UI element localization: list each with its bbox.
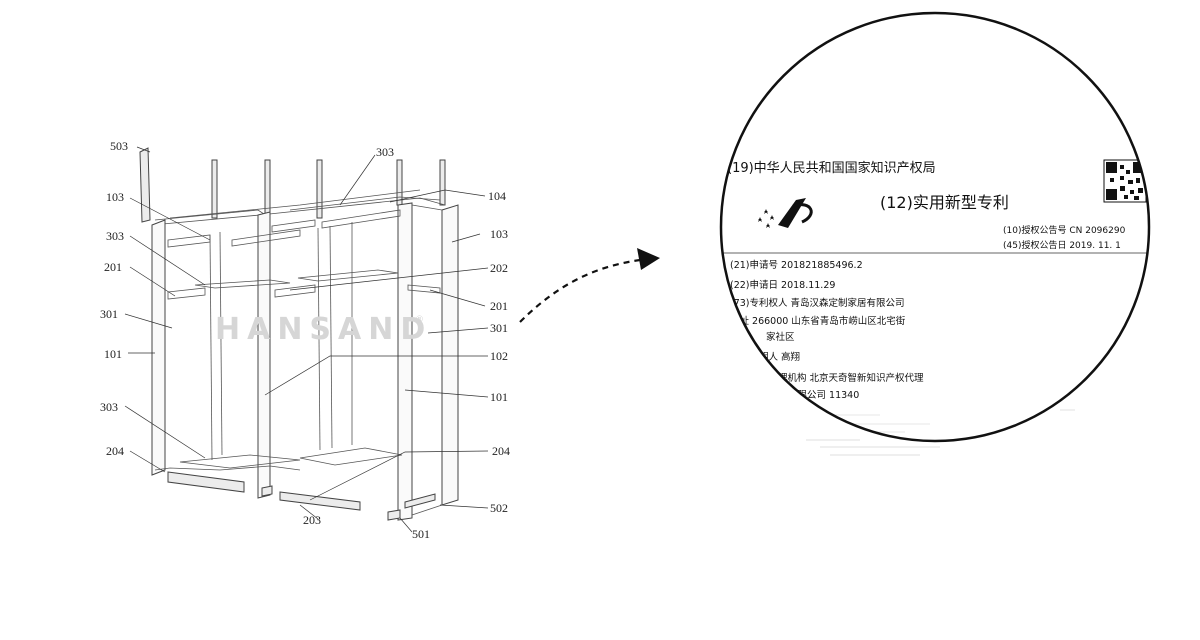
label-104: 104	[488, 189, 506, 203]
base-204-left	[167, 471, 245, 493]
application-date: (22)申请日 2018.11.29	[730, 279, 835, 291]
post-top-3	[316, 159, 323, 219]
label-103-left: 103	[106, 190, 124, 204]
arrow-head-icon	[637, 248, 660, 270]
magnified-patent-document: (19)中华人民共和国国家知识产权局	[721, 13, 1149, 441]
post-503	[139, 147, 151, 223]
label-102: 102	[490, 349, 508, 363]
dashed-arrow-line	[519, 258, 641, 323]
base-502	[404, 493, 436, 509]
post-top-5	[439, 159, 446, 206]
patent-type: (12)实用新型专利	[880, 193, 1009, 212]
watermark-text: HANSAND	[215, 312, 432, 347]
label-502: 502	[490, 501, 508, 515]
post-top-2	[264, 159, 271, 219]
patent-office-emblem-icon	[758, 198, 813, 228]
label-501: 501	[412, 527, 430, 541]
door-101-right	[397, 202, 413, 521]
label-301-right: 301	[490, 321, 508, 335]
publication-number: (10)授权公告号 CN 2096290	[1003, 224, 1126, 236]
side-panel-right	[441, 204, 459, 506]
part-labels: 503 303 104 103 103 303 202 201 201 301 …	[100, 139, 510, 541]
label-303-top: 303	[376, 145, 394, 159]
divider-102	[257, 211, 271, 499]
wardrobe-drawing	[124, 146, 489, 533]
agency-line-1: (74)专利代理机构 北京天奇智新知识产权代理	[730, 372, 924, 384]
label-303-bottom: 303	[100, 400, 118, 414]
base-203	[279, 491, 361, 511]
label-103-right: 103	[490, 227, 508, 241]
label-101-left: 101	[104, 347, 122, 361]
label-204-left: 204	[106, 444, 124, 458]
label-503: 503	[110, 139, 128, 153]
magnifier-circle	[719, 11, 1151, 443]
application-number: (21)申请号 201821885496.2	[730, 259, 863, 271]
patentee: (73)专利权人 青岛汉森定制家居有限公司	[730, 297, 905, 309]
qr-code-icon	[1103, 159, 1147, 203]
side-panel-left	[151, 219, 166, 476]
address-line-2: 家社区	[766, 331, 795, 343]
label-201-right: 201	[490, 299, 508, 313]
label-203: 203	[303, 513, 321, 527]
label-202: 202	[490, 261, 508, 275]
patent-office: (19)中华人民共和国国家知识产权局	[727, 160, 936, 176]
label-301-left: 301	[100, 307, 118, 321]
watermark-registered-mark: ®	[415, 315, 424, 325]
post-top-1	[211, 159, 218, 219]
faint-outside-marks	[806, 409, 1075, 456]
label-201-left: 201	[104, 260, 122, 274]
label-101-right: 101	[490, 390, 508, 404]
label-204-right: 204	[492, 444, 510, 458]
publication-date: (45)授权公告日 2019. 11. 1	[1003, 239, 1121, 251]
address-line-1: 地址 266000 山东省青岛市崂山区北宅街	[730, 315, 906, 327]
label-303-left: 303	[106, 229, 124, 243]
post-top-4	[396, 159, 403, 206]
